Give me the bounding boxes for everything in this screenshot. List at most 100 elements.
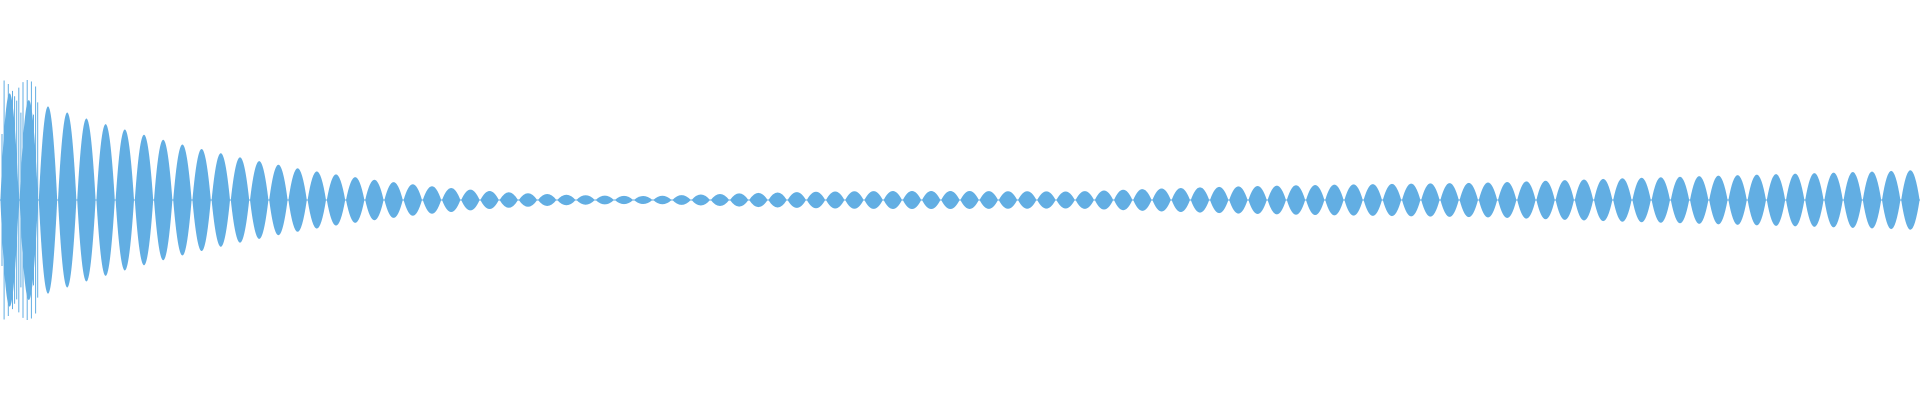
waveform-lobe: [346, 177, 365, 223]
waveform-lobe: [710, 193, 730, 207]
waveform-lobe: [538, 194, 557, 206]
waveform-lobe: [211, 153, 230, 247]
waveform-lobe: [1248, 186, 1267, 214]
waveform-lobe: [595, 195, 614, 205]
waveform-lobe: [1498, 182, 1517, 218]
waveform-lobe: [826, 191, 845, 209]
waveform-lobe: [941, 191, 960, 209]
waveform-lobe: [864, 191, 883, 209]
waveform-lobe: [845, 191, 864, 209]
waveform-lobe: [154, 139, 173, 261]
waveform-lobe: [1555, 180, 1574, 220]
waveform-lobe: [403, 184, 422, 216]
waveform-lobe: [192, 148, 211, 252]
waveform-lobe: [653, 195, 672, 205]
waveform-lobe: [96, 124, 115, 276]
waveform-lobe: [1363, 184, 1382, 216]
waveform-lobe: [1632, 177, 1651, 223]
waveform-lobe: [730, 193, 749, 207]
waveform-lobe: [422, 186, 442, 214]
waveform-lobe: [1171, 187, 1190, 213]
waveform-lobe: [806, 191, 826, 209]
waveform-lobe: [1152, 188, 1171, 212]
waveform-lobe: [1114, 189, 1133, 211]
waveform-lobe: [518, 193, 538, 207]
waveform-transient-spikes: [1, 80, 39, 320]
waveform-lobe: [1402, 183, 1421, 217]
waveform-lobe: [672, 195, 691, 205]
waveform-lobe: [1594, 178, 1613, 222]
waveform-lobe: [1229, 186, 1248, 214]
waveform-lobe: [1133, 189, 1152, 211]
waveform-lobe: [1574, 179, 1594, 221]
waveform-lobe: [365, 179, 384, 221]
waveform-lobe: [768, 192, 787, 208]
waveform-lobe: [1805, 173, 1824, 227]
waveform-lobe: [1382, 183, 1402, 217]
waveform-lobe: [173, 144, 192, 256]
waveform-lobe: [1075, 191, 1094, 209]
waveform-lobe: [614, 195, 634, 205]
waveform-lobe: [134, 134, 154, 266]
waveform-lobe: [749, 192, 768, 208]
waveform-lobe: [979, 191, 998, 209]
waveform-lobe: [1651, 177, 1670, 223]
waveform-lobe: [1901, 170, 1920, 230]
waveform-lobe: [58, 112, 77, 288]
waveform-lobe: [1862, 171, 1882, 229]
waveform-lobe: [1728, 175, 1747, 225]
waveform-lobe: [269, 164, 288, 236]
waveform-lobe: [1344, 184, 1363, 216]
waveform-lobe: [787, 192, 806, 208]
waveform-lobe: [557, 194, 576, 206]
waveform-lobe: [1267, 185, 1286, 215]
waveform-lobe: [1440, 183, 1459, 217]
waveform-lobe: [115, 129, 134, 271]
waveform-lobe: [499, 192, 518, 208]
waveform-lobe: [1709, 175, 1728, 225]
waveform-lobe: [960, 191, 979, 209]
waveform-lobe: [998, 191, 1018, 209]
waveform-lobe: [307, 171, 326, 229]
waveform-lobe: [1325, 184, 1344, 216]
waveform-lobe: [38, 106, 58, 294]
waveform-lobe: [1459, 182, 1478, 218]
waveform-lobe: [1690, 176, 1709, 224]
waveform-lobe: [1286, 185, 1306, 215]
waveform-lobe: [1210, 186, 1229, 214]
waveform-lobes: [0, 93, 1920, 307]
waveform-lobe: [288, 168, 307, 232]
waveform-lobe: [384, 182, 403, 218]
waveform-lobe: [1306, 184, 1325, 216]
waveform-lobe: [883, 191, 902, 209]
waveform-lobe: [1018, 191, 1037, 209]
waveform-lobe: [1843, 172, 1862, 228]
waveform-lobe: [1747, 174, 1766, 226]
waveform-lobe: [1478, 182, 1498, 218]
waveform-lobe: [1037, 191, 1056, 209]
waveform-lobe: [1056, 191, 1075, 209]
waveform-lobe: [0, 93, 19, 307]
waveform-lobe: [230, 157, 250, 243]
waveform-lobe: [250, 161, 269, 239]
waveform-lobe: [1824, 172, 1843, 228]
waveform-lobe: [576, 195, 595, 205]
waveform-lobe: [1421, 183, 1440, 217]
waveform-lobe: [480, 191, 499, 209]
waveform-lobe: [1536, 180, 1555, 220]
waveform-lobe: [922, 190, 941, 210]
waveform-lobe: [634, 196, 653, 204]
waveform-lobe: [442, 188, 461, 212]
waveform-lobe: [1190, 187, 1210, 213]
waveform-lobe: [1670, 176, 1690, 224]
waveform-lobe: [1517, 181, 1536, 219]
waveform-lobe: [1882, 170, 1901, 230]
waveform-lobe: [691, 194, 710, 206]
waveform-lobe: [1786, 173, 1805, 227]
waveform-lobe: [1094, 190, 1114, 210]
waveform-lobe: [461, 189, 480, 211]
waveform-lobe: [902, 190, 922, 210]
waveform-lobe: [77, 118, 96, 282]
